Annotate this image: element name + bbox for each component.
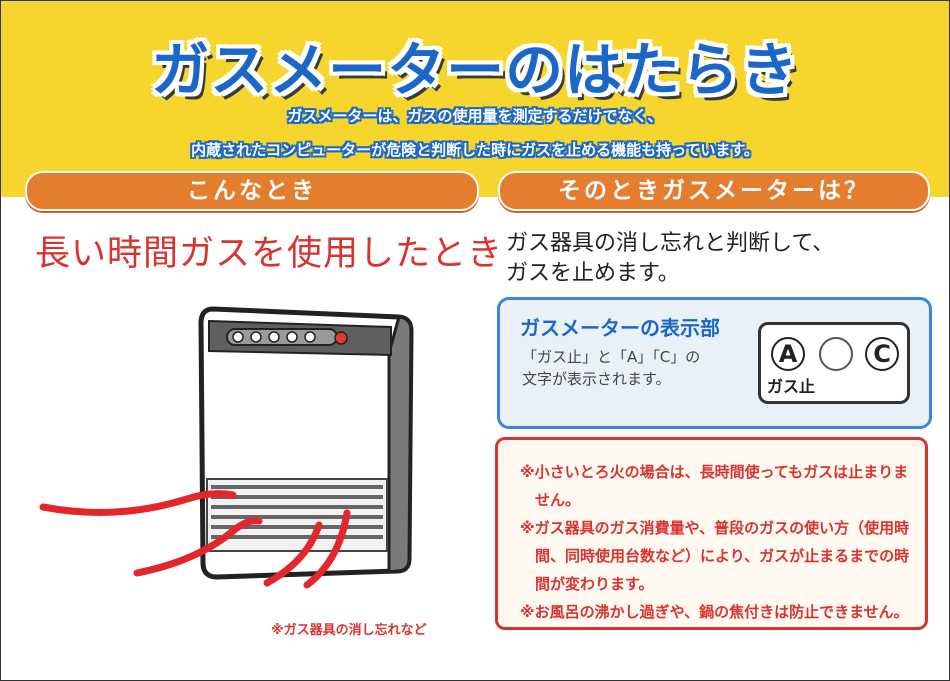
display-panel-title: ガスメーターの表示部 xyxy=(520,316,720,340)
display-desc-line-2: 文字が表示されます。 xyxy=(522,370,671,388)
header-band xyxy=(1,1,949,197)
caution-note: ※お風呂の沸かし過ぎや、鍋の焦付きは防止できません。 xyxy=(520,603,909,621)
meter-indicator-screen: A C ガス止 xyxy=(758,322,910,404)
caution-note: ※ガス器具のガス消費量や、普段のガスの使い方（使用時間、同時使用台数など）により… xyxy=(520,519,910,593)
meter-display-panel: ガスメーターの表示部 「ガス止」と「A」「C」の 文字が表示されます。 A C … xyxy=(497,297,932,429)
indicator-gas-stop-label: ガス止 xyxy=(767,377,816,396)
caution-note: ※小さいとろ火の場合は、長時間使ってもガスは止まりません。 xyxy=(520,463,909,509)
left-footnote: ※ガス器具の消し忘れなど xyxy=(271,623,427,638)
indicator-a: A xyxy=(771,337,805,371)
indicator-blank xyxy=(819,337,853,371)
display-panel-description: 「ガス止」と「A」「C」の 文字が表示されます。 xyxy=(522,346,700,390)
subtitle-line-2: 内蔵されたコンピューターが危険と判断した時にガスを止める機能も持っています。 xyxy=(191,141,759,159)
subtitle-line-1: ガスメーターは、ガスの使用量を測定するだけでなく、 xyxy=(287,107,663,125)
caution-notes-box: ※小さいとろ火の場合は、長時間使ってもガスは止まりません。 ※ガス器具のガス消費… xyxy=(495,437,928,630)
page-title: ガスメーターのはたらき xyxy=(151,36,799,104)
situation-text: 長い時間ガスを使用したとき xyxy=(35,234,504,274)
gas-heater-icon xyxy=(39,306,414,589)
when-heading: こんなとき xyxy=(25,171,479,211)
then-heading: そのときガスメーターは？ xyxy=(498,171,930,211)
display-desc-line-1: 「ガス止」と「A」「C」の xyxy=(522,348,701,366)
result-text: ガス器具の消し忘れと判断して、 ガスを止めます。 xyxy=(506,229,834,289)
result-line-2: ガスを止めます。 xyxy=(506,261,680,286)
result-line-1: ガス器具の消し忘れと判断して、 xyxy=(506,231,835,256)
indicator-c: C xyxy=(865,337,899,371)
